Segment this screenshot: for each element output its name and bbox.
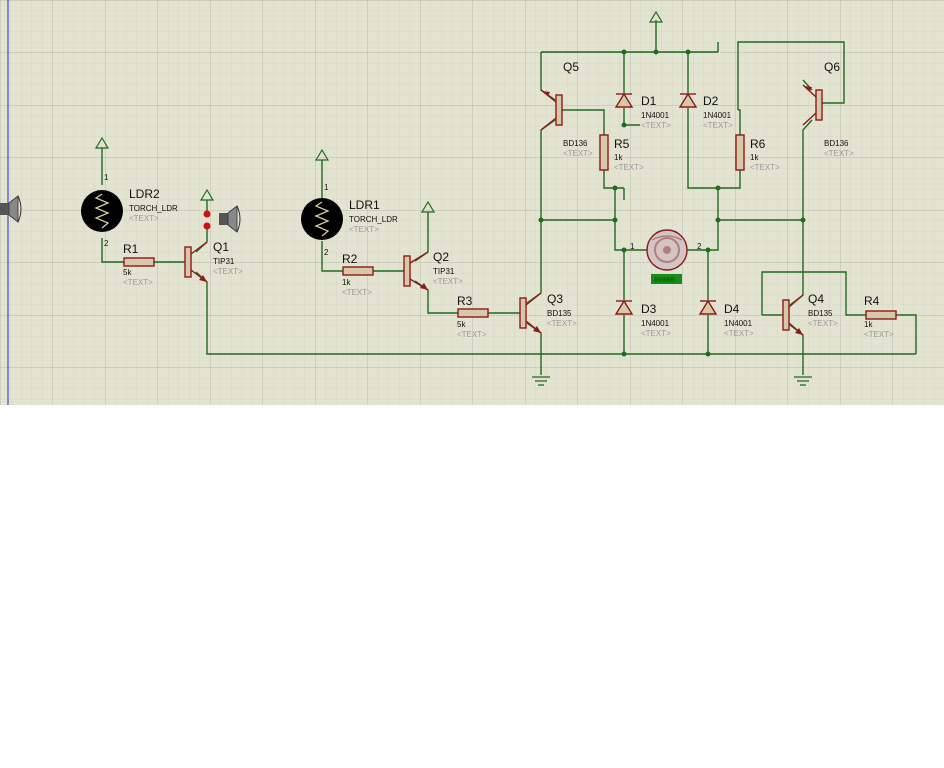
power-terminal-icon[interactable]: [199, 188, 215, 201]
ldr2-pin-bottom: 2: [104, 239, 109, 248]
buzzer-icon[interactable]: [203, 205, 241, 233]
d2-diode[interactable]: D2 1N4001 <TEXT>: [678, 92, 733, 130]
q5-transistor[interactable]: Q5 BD136 <TEXT>: [540, 60, 593, 158]
q3-transistor[interactable]: Q3 BD135 <TEXT>: [519, 292, 577, 334]
r6-value: 1k: [750, 153, 759, 162]
r5-ref: R5: [614, 137, 630, 151]
r6-text: <TEXT>: [750, 163, 780, 172]
d3-ref: D3: [641, 302, 657, 316]
d4-model: 1N4001: [724, 319, 753, 328]
canvas-grid: [0, 0, 944, 405]
ldr1-pin-top: 1: [324, 183, 329, 192]
q3-ref: Q3: [547, 292, 563, 306]
ground-icon[interactable]: [532, 376, 550, 386]
r2-value: 1k: [342, 278, 351, 287]
r5-resistor[interactable]: R5 1k <TEXT>: [599, 134, 644, 172]
q4-transistor[interactable]: Q4 BD135 <TEXT>: [782, 292, 838, 336]
q6-model: BD136: [824, 139, 849, 148]
q6-transistor[interactable]: Q6 BD136 <TEXT>: [802, 60, 854, 158]
q3-model: BD135: [547, 309, 572, 318]
q3-text: <TEXT>: [547, 319, 577, 328]
q2-text: <TEXT>: [433, 277, 463, 286]
power-terminal-icon[interactable]: [648, 10, 664, 23]
q4-model: BD135: [808, 309, 833, 318]
q5-text: <TEXT>: [563, 149, 593, 158]
d1-diode[interactable]: D1 1N4001 <TEXT>: [614, 92, 671, 130]
ldr2-ref: LDR2: [129, 187, 160, 201]
motor-readout: 00000: [654, 277, 675, 285]
ldr2-component[interactable]: 1 2 LDR2 TORCH_LDR <TEXT>: [81, 173, 178, 248]
junction-dots: [538, 49, 806, 357]
speaker-icon[interactable]: [0, 195, 22, 223]
q6-text: <TEXT>: [824, 149, 854, 158]
d3-diode[interactable]: D3 1N4001 <TEXT>: [614, 299, 671, 338]
q5-ref: Q5: [563, 60, 579, 74]
motor-pin-2: 2: [697, 242, 702, 251]
schematic-canvas[interactable]: 1 2 LDR2 TORCH_LDR <TEXT> 1 2 LDR1 TORCH…: [0, 0, 944, 405]
ldr1-ref: LDR1: [349, 198, 380, 212]
r4-text: <TEXT>: [864, 330, 894, 339]
r3-ref: R3: [457, 294, 473, 308]
d4-text: <TEXT>: [724, 329, 754, 338]
r5-value: 1k: [614, 153, 623, 162]
q1-model: TIP31: [213, 257, 235, 266]
d3-text: <TEXT>: [641, 329, 671, 338]
ldr2-model: TORCH_LDR: [129, 204, 178, 213]
q2-ref: Q2: [433, 250, 449, 264]
d1-ref: D1: [641, 94, 657, 108]
ldr1-pin-bottom: 2: [324, 248, 329, 257]
q6-ref: Q6: [824, 60, 840, 74]
motor-readout-box: [651, 274, 682, 284]
r3-resistor[interactable]: R3 5k <TEXT>: [457, 294, 489, 339]
d2-text: <TEXT>: [703, 121, 733, 130]
dc-motor[interactable]: 1 2 00000: [630, 229, 702, 285]
ldr1-model: TORCH_LDR: [349, 215, 398, 224]
ground-icon[interactable]: [794, 376, 812, 386]
power-terminal-icon[interactable]: [314, 148, 330, 161]
d2-model: 1N4001: [703, 111, 732, 120]
d4-ref: D4: [724, 302, 740, 316]
d3-model: 1N4001: [641, 319, 670, 328]
d1-model: 1N4001: [641, 111, 670, 120]
q2-transistor[interactable]: Q2 TIP31 <TEXT>: [403, 250, 463, 291]
d4-diode[interactable]: D4 1N4001 <TEXT>: [698, 299, 754, 338]
r1-text: <TEXT>: [123, 278, 153, 287]
ldr1-text: <TEXT>: [349, 225, 379, 234]
ldr2-pin-top: 1: [104, 173, 109, 182]
q5-model: BD136: [563, 139, 588, 148]
r4-ref: R4: [864, 294, 880, 308]
r1-ref: R1: [123, 242, 139, 256]
r6-resistor[interactable]: R6 1k <TEXT>: [735, 134, 780, 172]
q1-text: <TEXT>: [213, 267, 243, 276]
q4-ref: Q4: [808, 292, 824, 306]
q1-ref: Q1: [213, 240, 229, 254]
r1-resistor[interactable]: R1 5k <TEXT>: [123, 242, 155, 287]
r6-ref: R6: [750, 137, 766, 151]
power-terminal-icon[interactable]: [94, 136, 110, 149]
ldr1-component[interactable]: 1 2 LDR1 TORCH_LDR <TEXT>: [301, 183, 398, 257]
r2-resistor[interactable]: R2 1k <TEXT>: [342, 252, 374, 297]
r4-value: 1k: [864, 320, 873, 329]
motor-pin-1: 1: [630, 242, 635, 251]
r3-value: 5k: [457, 320, 466, 329]
r4-resistor[interactable]: R4 1k <TEXT>: [864, 294, 897, 339]
q1-transistor[interactable]: Q1 TIP31 <TEXT>: [184, 240, 243, 283]
r1-value: 5k: [123, 268, 132, 277]
r5-text: <TEXT>: [614, 163, 644, 172]
d1-text: <TEXT>: [641, 121, 671, 130]
ldr2-text: <TEXT>: [129, 214, 159, 223]
q4-text: <TEXT>: [808, 319, 838, 328]
r2-ref: R2: [342, 252, 358, 266]
r2-text: <TEXT>: [342, 288, 372, 297]
power-terminal-icon[interactable]: [420, 200, 436, 213]
r3-text: <TEXT>: [457, 330, 487, 339]
q2-model: TIP31: [433, 267, 455, 276]
d2-ref: D2: [703, 94, 719, 108]
